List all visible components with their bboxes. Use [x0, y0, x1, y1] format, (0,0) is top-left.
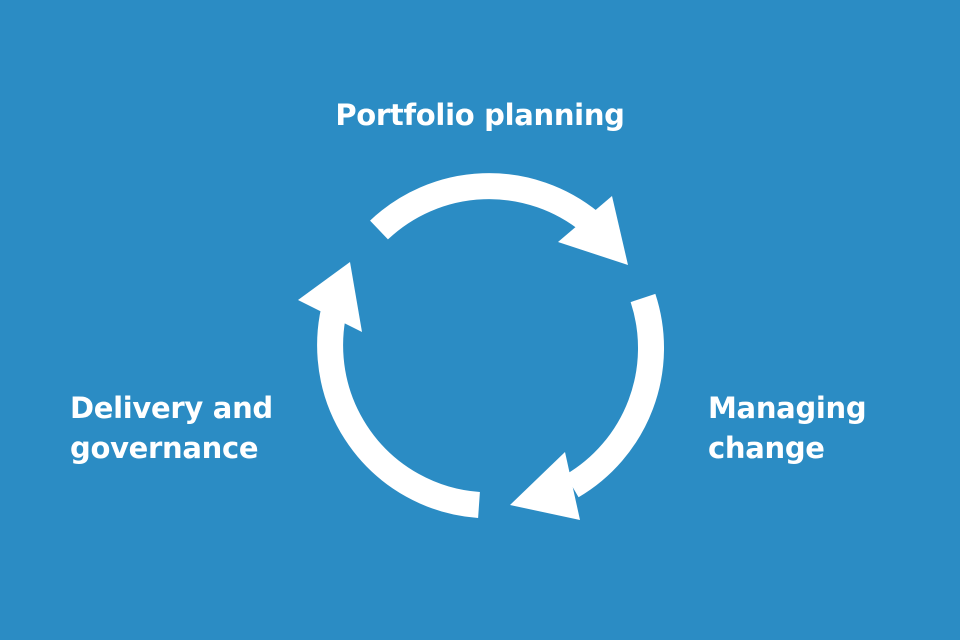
arc-change-to-delivery — [565, 293, 665, 498]
stage-label-line1: Managing — [708, 391, 867, 425]
stage-label: Portfolio planning — [335, 98, 625, 132]
stage-portfolio-planning: Portfolio planning — [0, 95, 960, 135]
stage-label-line2: change — [708, 431, 825, 465]
stage-label-line1: Delivery and — [70, 391, 273, 425]
stage-managing-change: Managing change — [708, 388, 867, 468]
arc-planning-to-change — [370, 173, 599, 240]
stage-label-line2: governance — [70, 431, 259, 465]
arrowhead-icon — [510, 452, 580, 520]
arrowhead-icon — [298, 262, 362, 332]
arc-delivery-to-planning — [317, 285, 481, 518]
stage-delivery-governance: Delivery and governance — [70, 388, 273, 468]
arrowhead-icon — [558, 196, 628, 265]
